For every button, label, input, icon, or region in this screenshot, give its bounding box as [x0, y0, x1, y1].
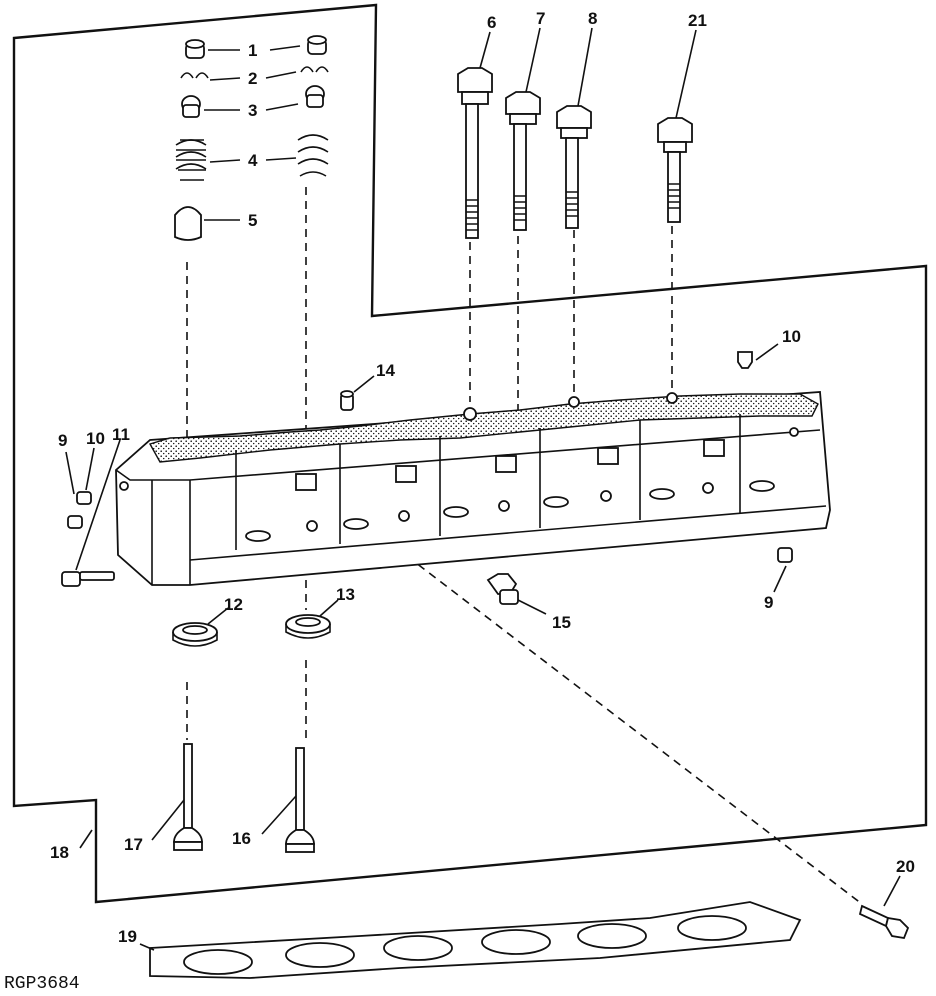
callout-labels: 1 2 3 4 5 6 7 8 21 10 14 9 10 11 12 13 1…	[50, 9, 915, 946]
callout-20: 20	[896, 857, 915, 876]
callout-4: 4	[248, 151, 258, 170]
plug-10-left	[76, 491, 92, 505]
callout-8: 8	[588, 9, 597, 28]
callout-5: 5	[248, 211, 257, 230]
callout-1: 1	[248, 41, 257, 60]
stud-11	[61, 571, 115, 587]
callout-15: 15	[552, 613, 571, 632]
callout-6: 6	[487, 13, 496, 32]
plug-15	[486, 573, 519, 605]
head-ports	[119, 392, 799, 550]
bolt-7	[505, 91, 541, 231]
plug-9-left	[67, 515, 83, 529]
callout-18: 18	[50, 843, 69, 862]
callout-12: 12	[224, 595, 243, 614]
bolt-8	[556, 105, 592, 229]
valves	[173, 743, 315, 853]
leader-lines	[65, 27, 901, 951]
cylinder-head	[115, 391, 831, 586]
callout-7: 7	[536, 9, 545, 28]
bolt-6	[457, 67, 493, 239]
callout-3: 3	[248, 101, 257, 120]
dowel-14	[340, 390, 354, 411]
small-parts	[61, 351, 793, 605]
callout-9-left: 9	[58, 431, 67, 450]
seat-inserts	[172, 614, 331, 647]
head-gasket	[149, 901, 802, 979]
callout-21: 21	[688, 11, 707, 30]
figure-id: RGP3684	[4, 974, 80, 994]
bolt-20	[858, 904, 910, 940]
callout-10: 10	[782, 327, 801, 346]
callout-13: 13	[336, 585, 355, 604]
callout-19: 19	[118, 927, 137, 946]
background-sheet-outline	[12, 3, 928, 904]
bolt-21	[657, 117, 693, 223]
callout-16: 16	[232, 829, 251, 848]
plug-10-right	[737, 351, 753, 369]
valve-train-left	[174, 39, 209, 241]
head-bolts	[457, 67, 693, 239]
callout-10-left: 10	[86, 429, 105, 448]
callout-11: 11	[112, 425, 130, 444]
callout-9-right: 9	[764, 593, 773, 612]
callout-17: 17	[124, 835, 143, 854]
plug-9-right	[777, 547, 793, 563]
valve-train-right	[297, 35, 329, 177]
callout-14: 14	[376, 361, 395, 380]
callout-2: 2	[248, 69, 257, 88]
